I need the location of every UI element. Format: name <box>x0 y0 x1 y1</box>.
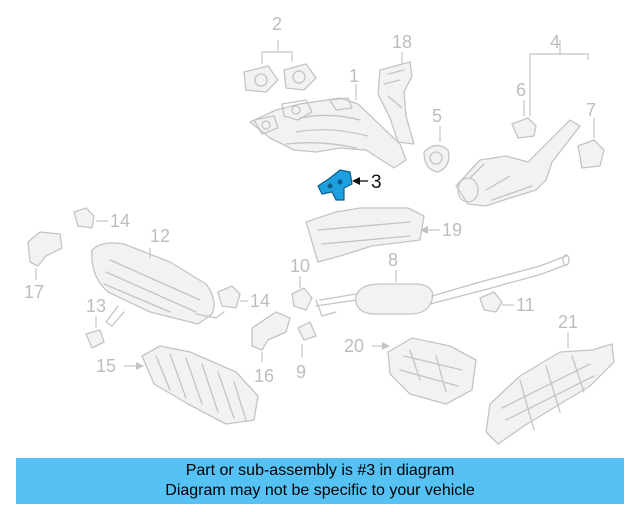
callout-6: 6 <box>516 80 526 100</box>
callout-19: 19 <box>442 220 462 240</box>
part-20-heat-shield <box>372 337 477 405</box>
part-10-clamp <box>291 276 313 311</box>
callout-13: 13 <box>86 296 106 316</box>
part-17-pipe <box>27 231 63 280</box>
part-14-clamp-upper <box>73 207 108 229</box>
part-12-muffler <box>91 242 225 327</box>
notice-line-2: Diagram may not be specific to your vehi… <box>165 482 475 499</box>
part-8-center-pipe <box>315 254 570 317</box>
callout-17: 17 <box>24 282 44 302</box>
part-16-pipe <box>251 311 291 362</box>
callout-3: 3 <box>371 172 382 193</box>
callout-8: 8 <box>388 250 398 270</box>
callout-7: 7 <box>586 100 596 120</box>
callout-18: 18 <box>392 32 412 52</box>
callout-15: 15 <box>96 356 116 376</box>
callout-10: 10 <box>290 256 310 276</box>
part-7-hanger <box>577 118 605 169</box>
part-14-hanger-middle <box>217 285 248 309</box>
callout-20: 20 <box>344 336 364 356</box>
part-1-exhaust-manifold <box>249 84 407 169</box>
callout-9: 9 <box>296 362 306 382</box>
notice-line-1: Part or sub-assembly is #3 in diagram <box>185 462 455 479</box>
callout-1: 1 <box>349 66 359 86</box>
part-2-gaskets <box>243 40 317 93</box>
callout-11: 11 <box>516 295 535 315</box>
part-4-catalytic-converter <box>455 40 589 207</box>
part-15-heat-shield <box>124 345 259 425</box>
part-21-underbody-shield <box>485 332 615 445</box>
part-19-heat-shield <box>305 207 440 263</box>
callout-4: 4 <box>550 32 560 52</box>
part-3-bracket-highlighted[interactable] <box>317 169 368 201</box>
callout-21: 21 <box>558 312 578 332</box>
part-6-bracket <box>511 100 537 139</box>
part-13-hanger <box>85 316 105 349</box>
callout-5: 5 <box>432 106 442 126</box>
diagram-notice-banner: Part or sub-assembly is #3 in diagram Di… <box>16 458 624 504</box>
part-11-hanger <box>479 291 514 313</box>
callout-12: 12 <box>150 226 170 246</box>
callout-14-upper: 14 <box>110 211 130 231</box>
callout-14-middle: 14 <box>250 291 270 311</box>
callout-16: 16 <box>254 366 274 386</box>
part-18-heat-shield <box>377 52 415 145</box>
callout-2: 2 <box>272 14 282 34</box>
part-9-clamp <box>297 321 317 358</box>
part-5-gasket <box>423 126 450 173</box>
